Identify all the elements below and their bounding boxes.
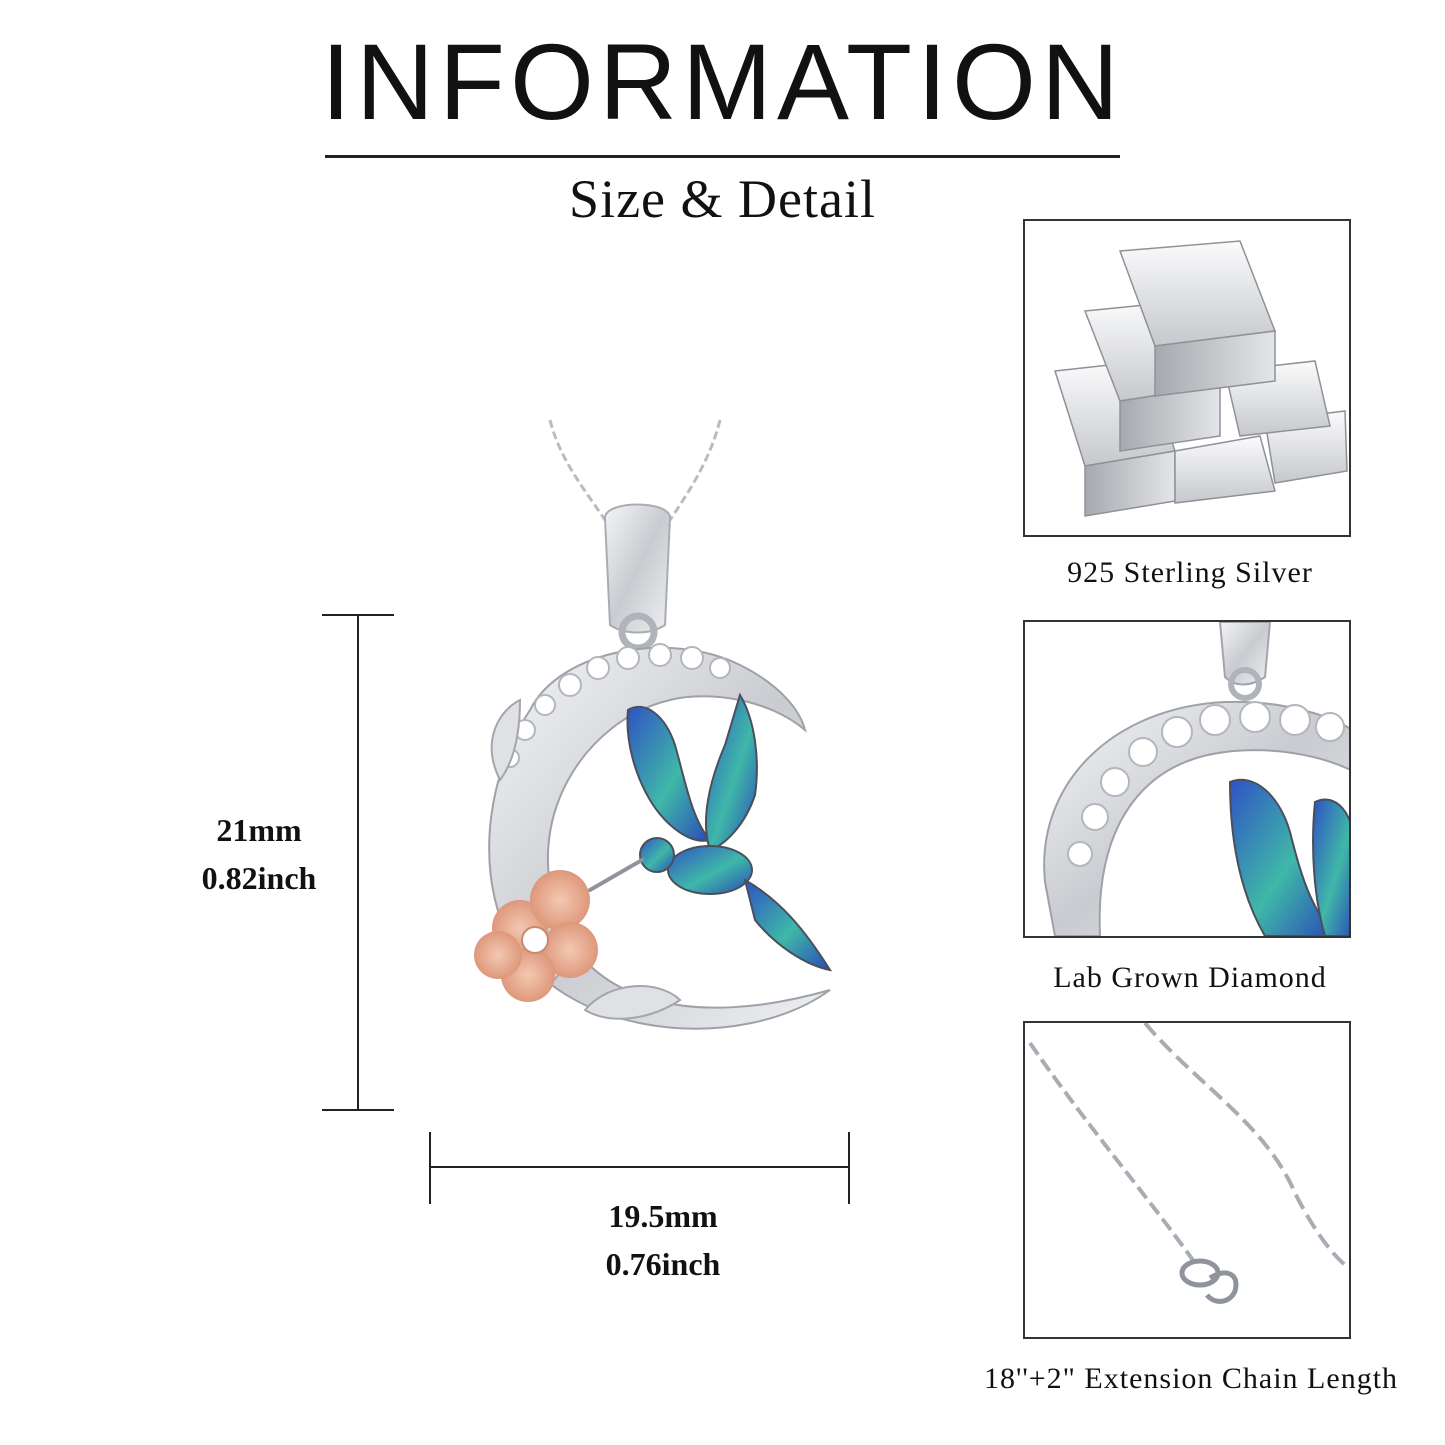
height-dimension-line [357, 614, 359, 1111]
width-tick-right [848, 1132, 850, 1204]
width-dimension-line [429, 1166, 850, 1168]
flower-icon [474, 870, 598, 1002]
detail-caption-chain: 18''+2" Extension Chain Length [983, 1362, 1399, 1395]
height-label: 21mm 0.82inch [170, 806, 348, 902]
pendant-image [474, 419, 833, 1030]
height-inch: 0.82inch [201, 860, 317, 896]
width-tick-left [429, 1132, 431, 1204]
detail-caption-diamond: Lab Grown Diamond [1053, 961, 1327, 994]
width-label: 19.5mm 0.76inch [560, 1192, 766, 1288]
width-mm: 19.5mm [608, 1198, 718, 1234]
detail-box-chain [1023, 1021, 1351, 1339]
detail-box-diamond [1023, 620, 1351, 938]
page-subtitle: Size & Detail [569, 169, 876, 229]
chain-closeup-image [1028, 1023, 1349, 1304]
detail-box-silver [1023, 219, 1351, 537]
detail-caption-silver: 925 Sterling Silver [1067, 556, 1313, 589]
pendant-closeup-image [1043, 622, 1349, 936]
width-inch: 0.76inch [605, 1246, 721, 1282]
height-tick-bottom [322, 1109, 394, 1111]
silver-bars-image [1054, 240, 1348, 517]
hummingbird-icon [588, 692, 833, 972]
title-divider [325, 155, 1120, 158]
page-title: INFORMATION [321, 21, 1124, 142]
height-mm: 21mm [216, 812, 302, 848]
